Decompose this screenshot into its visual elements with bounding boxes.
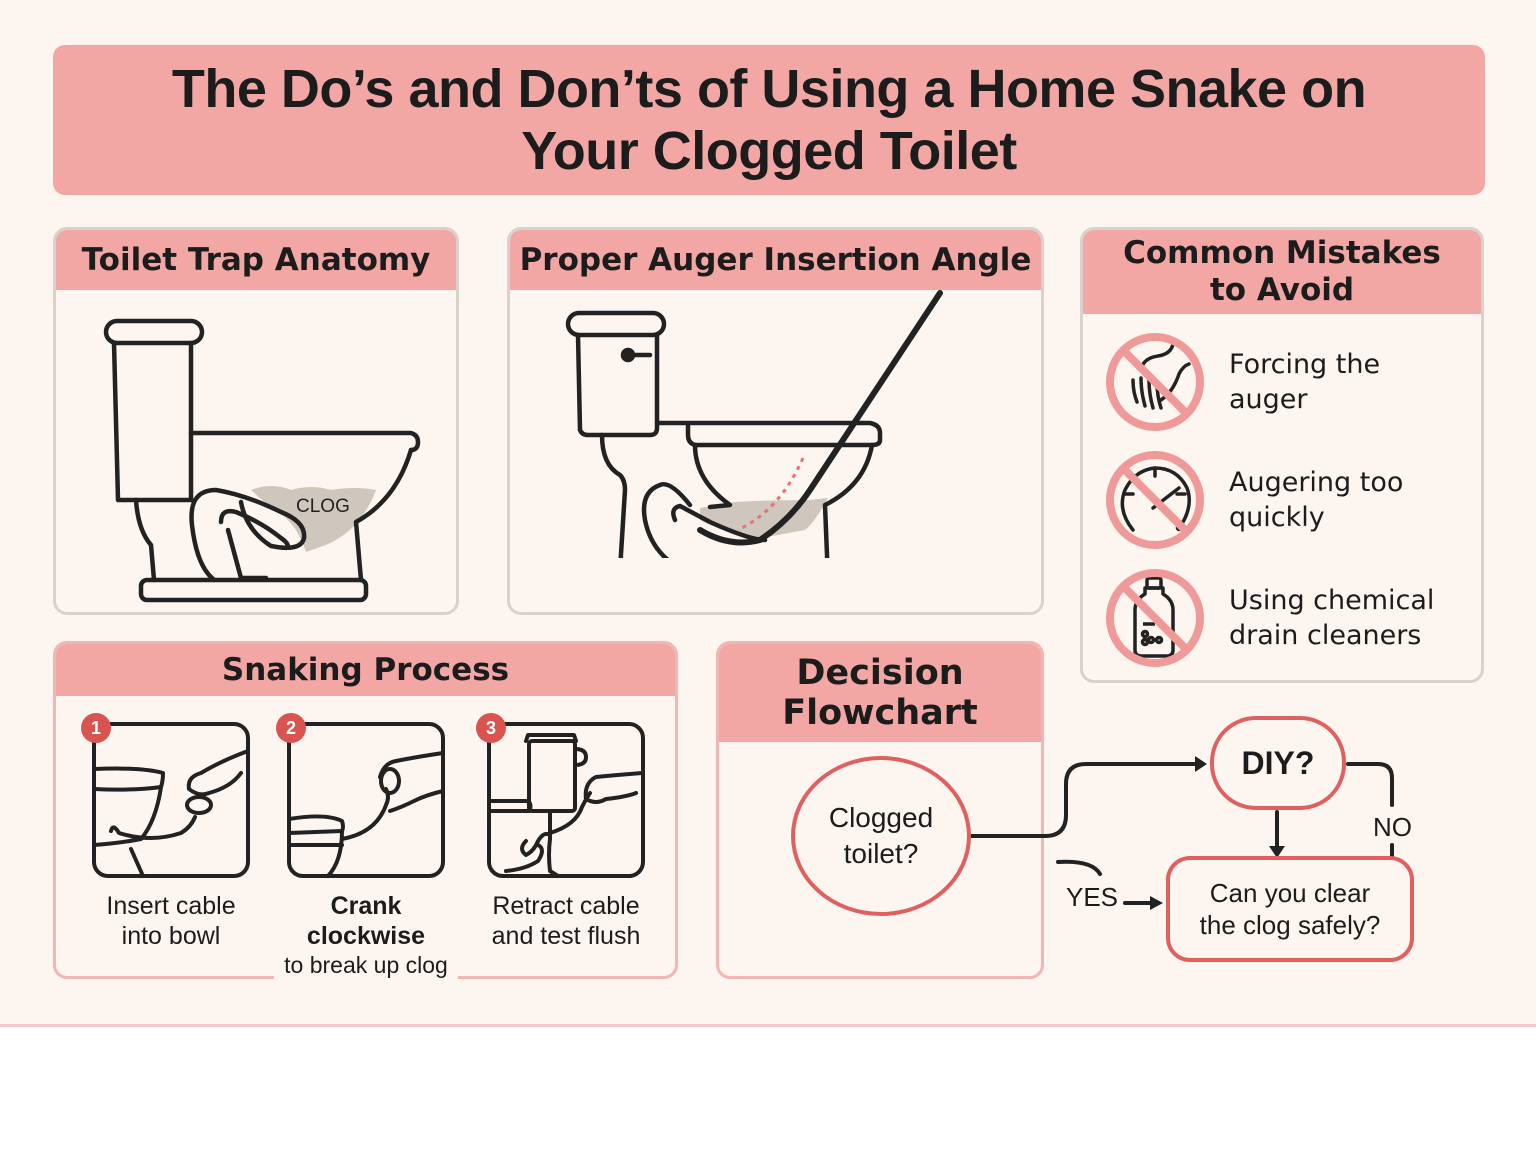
step-caption: Insert cable into bowl	[88, 891, 254, 951]
step-number-badge: 2	[276, 713, 306, 743]
mistake-item-forcing-auger: Forcing the auger	[1103, 330, 1380, 434]
step-caption-line-1: Insert cable	[106, 892, 236, 920]
mistake-item-augering-quickly: Augering too quickly	[1103, 448, 1403, 552]
mistake-text: Forcing the auger	[1229, 347, 1380, 417]
flow-node-clogged-toilet: Clogged toilet?	[791, 756, 971, 916]
panel-common-mistakes: Common Mistakes to Avoid Forcing the aug…	[1080, 227, 1484, 683]
title-line-2: Your Clogged Toilet	[521, 121, 1017, 181]
panel-heading: Snaking Process	[56, 644, 675, 696]
panel-toilet-trap-anatomy: Toilet Trap Anatomy	[53, 227, 459, 615]
panel-snaking-process: Snaking Process 1	[53, 641, 678, 979]
panel-heading: Decision Flowchart	[719, 644, 1041, 742]
no-speed-gauge-icon	[1106, 451, 1204, 549]
flow-node-text: DIY?	[1241, 744, 1315, 781]
step-caption: Retract cable and test flush	[476, 891, 656, 951]
process-step-3: 3 Retract cable and test flush	[476, 713, 656, 951]
panel-heading-text: Proper Auger Insertion Angle	[519, 242, 1032, 278]
process-step-1: 1 Insert cable into bowl	[81, 713, 254, 951]
title-line-1: The Do’s and Don’ts of Using a Home Snak…	[171, 59, 1367, 119]
panel-auger-insertion-angle: Proper Auger Insertion Angle	[507, 227, 1044, 615]
step-caption-line-1: Crank	[330, 892, 402, 920]
step-caption-line-2: clockwise	[306, 922, 426, 950]
mistake-item-chemical-cleaners: Using chemical drain cleaners	[1103, 566, 1434, 670]
mistake-line-1: Using chemical	[1229, 585, 1435, 616]
panel-heading: Toilet Trap Anatomy	[56, 230, 456, 290]
flow-node-clear-clog-safely: Can you clear the clog safely?	[1166, 856, 1414, 962]
flow-label-no: NO	[1373, 812, 1412, 842]
panel-heading-text: Toilet Trap Anatomy	[81, 242, 431, 278]
auger-angle-diagram-icon	[565, 290, 943, 558]
mistake-line-1: Forcing the	[1229, 349, 1381, 380]
arrow-yes-icon	[1150, 896, 1163, 910]
bottom-divider	[0, 1024, 1536, 1027]
flow-node-line-1: Clogged	[828, 802, 934, 833]
panel-heading-line-1: Common Mistakes	[1123, 235, 1441, 271]
step-caption-line-1: Retract cable	[492, 892, 640, 920]
mistake-text: Augering too quickly	[1229, 465, 1403, 535]
panel-heading-line-1: Decision	[796, 653, 964, 693]
process-step-2: 2 Crank clockwise to break up clog	[274, 713, 458, 979]
flow-node-line-2: toilet?	[843, 838, 919, 869]
clog-label: CLOG	[296, 496, 350, 517]
step-caption-subtext: to break up clog	[284, 952, 448, 978]
mistake-text: Using chemical drain cleaners	[1229, 583, 1434, 653]
mistake-line-1: Augering too	[1229, 467, 1404, 498]
flow-node-diy: DIY?	[1210, 716, 1346, 810]
panel-heading-line-2: Flowchart	[782, 693, 978, 733]
flow-node-line-1: Can you clear	[1209, 878, 1371, 908]
step-caption: Crank clockwise to break up clog	[274, 891, 458, 979]
page-title: The Do’s and Don’ts of Using a Home Snak…	[171, 58, 1367, 182]
toilet-trap-diagram-icon: CLOG	[103, 318, 421, 603]
retract-cable-flush-illustration-icon	[487, 722, 645, 878]
panel-heading-text: Snaking Process	[221, 652, 510, 688]
panel-heading-line-2: to Avoid	[1209, 272, 1355, 308]
step-number-badge: 1	[81, 713, 111, 743]
step-caption-line-2: into bowl	[121, 922, 221, 950]
insert-cable-illustration-icon	[92, 722, 250, 878]
step-number-badge: 3	[476, 713, 506, 743]
panel-heading: Common Mistakes to Avoid	[1083, 230, 1481, 314]
title-banner: The Do’s and Don’ts of Using a Home Snak…	[53, 45, 1485, 195]
flow-node-line-2: the clog safely?	[1199, 910, 1381, 940]
no-forcing-auger-icon	[1106, 333, 1204, 431]
mistake-line-2: auger	[1229, 384, 1308, 415]
arrow-to-diy-icon	[1195, 756, 1207, 772]
crank-clockwise-illustration-icon	[287, 722, 445, 878]
mistake-line-2: drain cleaners	[1229, 620, 1422, 651]
panel-heading: Proper Auger Insertion Angle	[510, 230, 1041, 290]
no-chemical-bottle-icon	[1106, 569, 1204, 667]
step-caption-line-2: and test flush	[491, 922, 641, 950]
mistake-line-2: quickly	[1229, 502, 1325, 533]
flow-label-yes: YES	[1066, 882, 1119, 912]
infographic-canvas: The Do’s and Don’ts of Using a Home Snak…	[0, 0, 1536, 1024]
